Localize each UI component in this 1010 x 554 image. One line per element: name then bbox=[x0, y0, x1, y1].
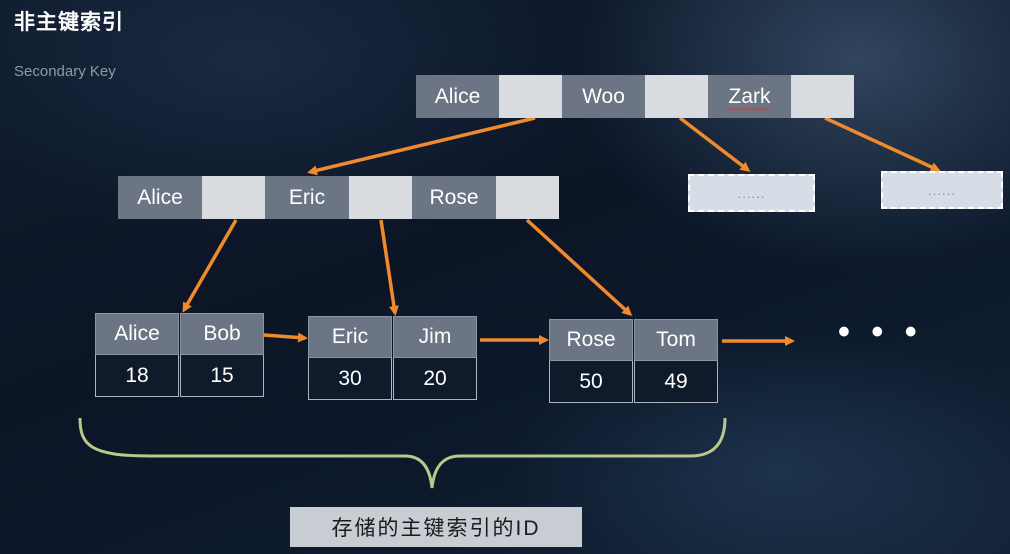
root-pointer-2 bbox=[645, 75, 708, 118]
arrow-root-to-placeholder-2 bbox=[824, 116, 941, 172]
leaf-entry: Jim 20 bbox=[393, 316, 477, 400]
arrow-leaf-1-to-leaf-2 bbox=[263, 332, 308, 343]
leaf-entry: Alice 18 bbox=[95, 313, 179, 397]
leaf-entry: Bob 15 bbox=[180, 313, 264, 397]
caption-label: 存储的主键索引的ID bbox=[290, 507, 582, 547]
root-key-zark-label: Zark bbox=[728, 84, 771, 108]
leaf-node-3: Rose 50 Tom 49 bbox=[549, 319, 719, 403]
leaf-entry: Eric 30 bbox=[308, 316, 392, 400]
curly-brace bbox=[78, 417, 727, 489]
leaf-node-1: Alice 18 Bob 15 bbox=[95, 313, 265, 397]
root-key-alice: Alice bbox=[416, 75, 499, 118]
page-subtitle: Secondary Key bbox=[14, 63, 116, 80]
leaf-entry: Tom 49 bbox=[634, 319, 718, 403]
leaf-id: 49 bbox=[634, 361, 718, 403]
root-pointer-3 bbox=[791, 75, 854, 118]
root-pointer-1 bbox=[499, 75, 562, 118]
arrow-root-to-internal bbox=[307, 116, 536, 176]
placeholder-node-2: ...... bbox=[881, 171, 1003, 209]
placeholder-node-1: ...... bbox=[688, 174, 815, 212]
internal-pointer-3 bbox=[496, 176, 559, 219]
leaf-id: 15 bbox=[180, 355, 264, 397]
leaf-node-2: Eric 30 Jim 20 bbox=[308, 316, 478, 400]
more-indicator: • • • bbox=[838, 313, 923, 351]
internal-pointer-2 bbox=[349, 176, 412, 219]
leaf-id: 30 bbox=[308, 358, 392, 400]
leaf-id: 50 bbox=[549, 361, 633, 403]
page-title: 非主键索引 bbox=[14, 11, 124, 34]
leaf-id: 18 bbox=[95, 355, 179, 397]
root-key-zark: Zark bbox=[708, 75, 791, 118]
internal-pointer-1 bbox=[202, 176, 265, 219]
arrow-internal-to-leaf-3 bbox=[525, 218, 633, 317]
internal-key-eric: Eric bbox=[265, 176, 349, 219]
leaf-key: Bob bbox=[180, 313, 264, 355]
leaf-key: Eric bbox=[308, 316, 392, 358]
leaf-id: 20 bbox=[393, 358, 477, 400]
internal-node: Alice Eric Rose bbox=[118, 176, 559, 219]
internal-key-alice: Alice bbox=[118, 176, 202, 219]
arrow-internal-to-leaf-1 bbox=[182, 219, 238, 313]
leaf-key: Alice bbox=[95, 313, 179, 355]
leaf-key: Tom bbox=[634, 319, 718, 361]
arrow-root-to-placeholder-1 bbox=[678, 116, 751, 172]
leaf-key: Jim bbox=[393, 316, 477, 358]
root-key-woo: Woo bbox=[562, 75, 645, 118]
leaf-entry: Rose 50 bbox=[549, 319, 633, 403]
arrow-internal-to-leaf-2 bbox=[379, 219, 399, 316]
internal-key-rose: Rose bbox=[412, 176, 496, 219]
root-node: Alice Woo Zark bbox=[416, 75, 854, 118]
leaf-key: Rose bbox=[549, 319, 633, 361]
